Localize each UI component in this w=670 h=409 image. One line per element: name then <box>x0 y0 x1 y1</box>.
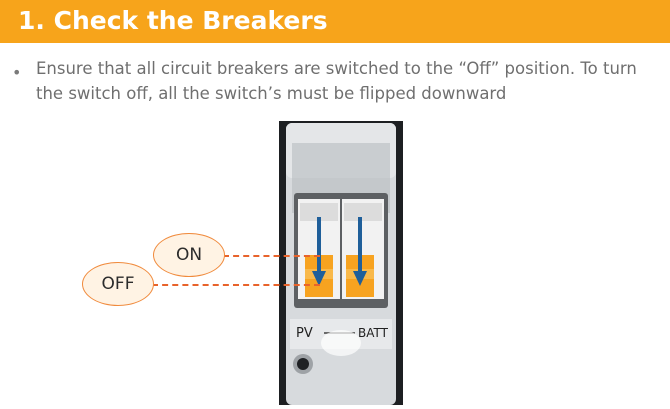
down-arrow-icon <box>353 217 367 286</box>
section-title: 1. Check the Breakers <box>18 6 328 35</box>
down-arrow-icon <box>312 217 326 286</box>
on-label: ON <box>175 245 203 265</box>
on-callout: ON <box>153 233 225 277</box>
bullet-point: • <box>12 63 22 82</box>
off-callout: OFF <box>82 262 154 306</box>
section-header: 1. Check the Breakers <box>0 0 670 43</box>
off-leader-line <box>152 284 320 286</box>
instruction-text: Ensure that all circuit breakers are swi… <box>36 59 637 103</box>
on-leader-line <box>223 255 320 257</box>
breaker-panel-photo: PV BATT <box>279 121 403 405</box>
breaker-panel-illustration: PV BATT <box>279 121 403 405</box>
off-label: OFF <box>101 274 135 294</box>
pv-label: PV <box>296 326 313 341</box>
batt-label: BATT <box>358 326 389 340</box>
